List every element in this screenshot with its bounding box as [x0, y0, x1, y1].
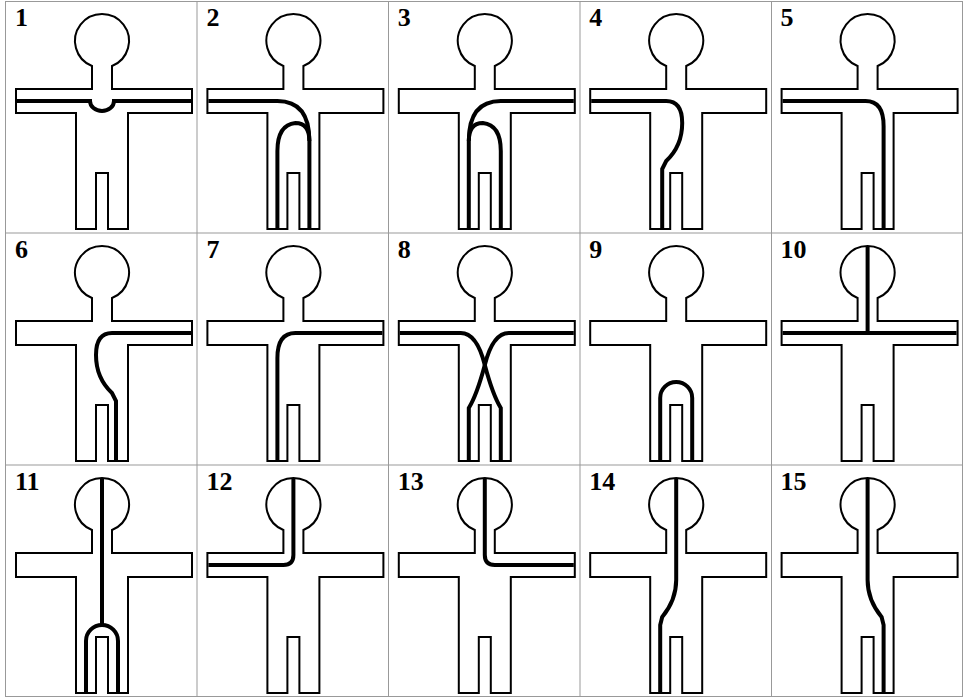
panel-number: 7: [206, 235, 219, 264]
panel-number: 10: [781, 235, 807, 264]
panel-number-holder: 10: [781, 237, 807, 263]
figure-6: [16, 246, 192, 461]
panel-number: 3: [398, 3, 411, 32]
figure-11: [16, 478, 192, 693]
panel-number: 13: [398, 467, 424, 496]
figure-7: [207, 246, 383, 461]
panel-number-holder: 5: [781, 5, 794, 31]
figure-2: [207, 14, 383, 229]
panel-number-holder: 4: [589, 5, 602, 31]
panel-number-holder: 6: [15, 237, 28, 263]
figure-4: [590, 14, 766, 229]
panel-number-holder: 9: [589, 237, 602, 263]
figure-10: [782, 246, 958, 461]
panel-number: 14: [589, 467, 615, 496]
panel-number: 12: [206, 467, 232, 496]
figures: [16, 14, 958, 693]
panel-number: 11: [15, 467, 40, 496]
panel-number-holder: 15: [781, 469, 807, 495]
panel-number-holder: 11: [15, 469, 40, 495]
figure-9: [590, 246, 766, 461]
figure-8: [399, 246, 575, 461]
figure-5: [782, 14, 958, 229]
panel-number-holder: 7: [206, 237, 219, 263]
panel-number-holder: 8: [398, 237, 411, 263]
figure-1: [16, 14, 192, 229]
figure-12: [207, 478, 383, 693]
panel-number-holder: 13: [398, 469, 424, 495]
panel-number-holder: 2: [206, 5, 219, 31]
panel-number-holder: 14: [589, 469, 615, 495]
figure-14: [590, 478, 766, 693]
figure-3: [399, 14, 575, 229]
figure-13: [399, 478, 575, 693]
figure-15: [782, 478, 958, 693]
panel-number: 5: [781, 3, 794, 32]
panel-number-holder: 12: [206, 469, 232, 495]
panel-number: 8: [398, 235, 411, 264]
grid-lines: [6, 2, 963, 697]
panel-number: 6: [15, 235, 28, 264]
panel-number: 9: [589, 235, 602, 264]
panel-number: 1: [15, 3, 28, 32]
panel-number-holder: 1: [15, 5, 28, 31]
panel-number-holder: 3: [398, 5, 411, 31]
panel-number: 4: [589, 3, 602, 32]
panel-number: 15: [781, 467, 807, 496]
panel-number: 2: [206, 3, 219, 32]
